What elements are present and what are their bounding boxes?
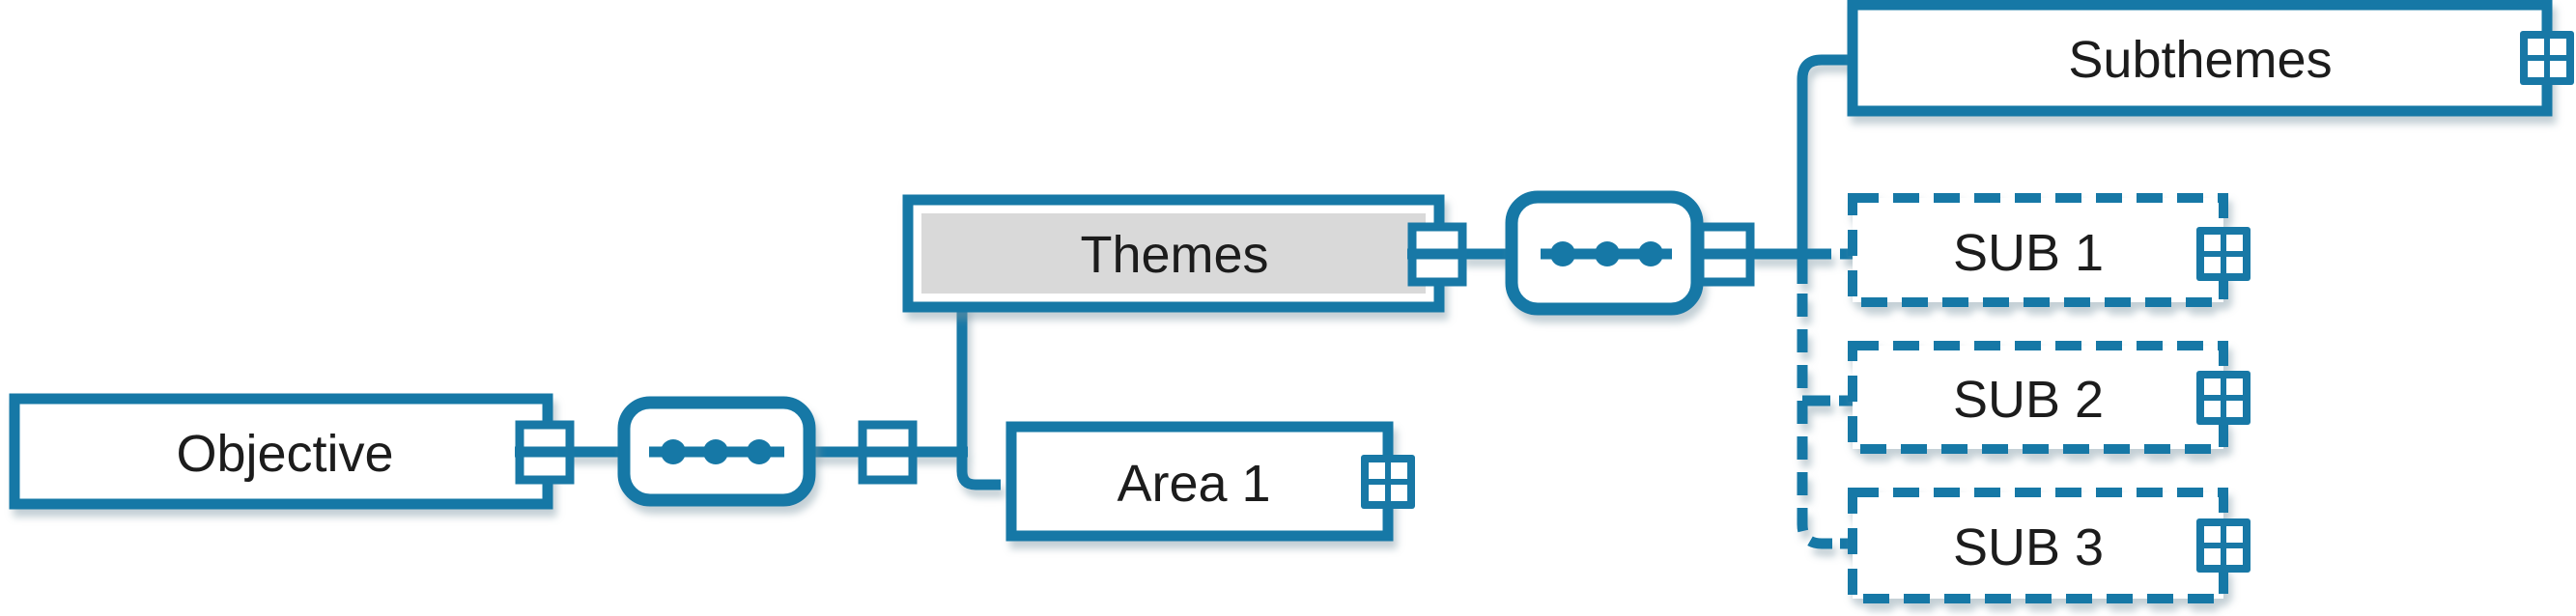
node-label-objective: Objective (176, 425, 393, 483)
expand-grid-icon[interactable] (2520, 31, 2574, 85)
ellipsis-dot (1638, 241, 1663, 266)
node-box-objective[interactable] (9, 393, 553, 510)
node-label-sub2: SUB 2 (1953, 371, 2104, 429)
ellipsis-dot (703, 439, 728, 464)
node-label-themes: Themes (1080, 226, 1268, 284)
connector-layer (539, 54, 1853, 549)
connector-port (515, 425, 575, 480)
connector-subthemes-branch (1797, 54, 1853, 284)
relation-node-themes[interactable] (1505, 190, 1704, 316)
expand-grid-icon[interactable] (2196, 371, 2250, 425)
node-label-sub3: SUB 3 (1953, 518, 2104, 576)
node-label-sub1: SUB 1 (1953, 224, 2104, 282)
expand-grid-icon[interactable] (2196, 227, 2250, 281)
relation-node-objective[interactable] (617, 396, 816, 507)
ellipsis-dot (747, 439, 772, 464)
expand-grid-icon[interactable] (2196, 518, 2250, 573)
ellipsis-dot (1550, 241, 1575, 266)
node-layer (9, 0, 2553, 603)
connector-dashed-vertical (1797, 294, 1832, 549)
node-label-area1: Area 1 (1117, 455, 1270, 513)
connector-themes-area1-branch (956, 301, 1001, 490)
connector-port (858, 425, 918, 480)
connector-port (1695, 227, 1755, 282)
themes-fill (921, 213, 1426, 294)
node-label-subthemes: Subthemes (2068, 31, 2332, 89)
ellipsis-dot (661, 439, 686, 464)
connector-port (1407, 227, 1467, 282)
expand-grid-icon[interactable] (1361, 455, 1415, 509)
node-box-subthemes[interactable] (1847, 0, 2553, 117)
ellipsis-dot (1595, 241, 1620, 266)
label-layer: Objective Themes Area 1 Subthemes SUB 1 … (176, 31, 2332, 576)
